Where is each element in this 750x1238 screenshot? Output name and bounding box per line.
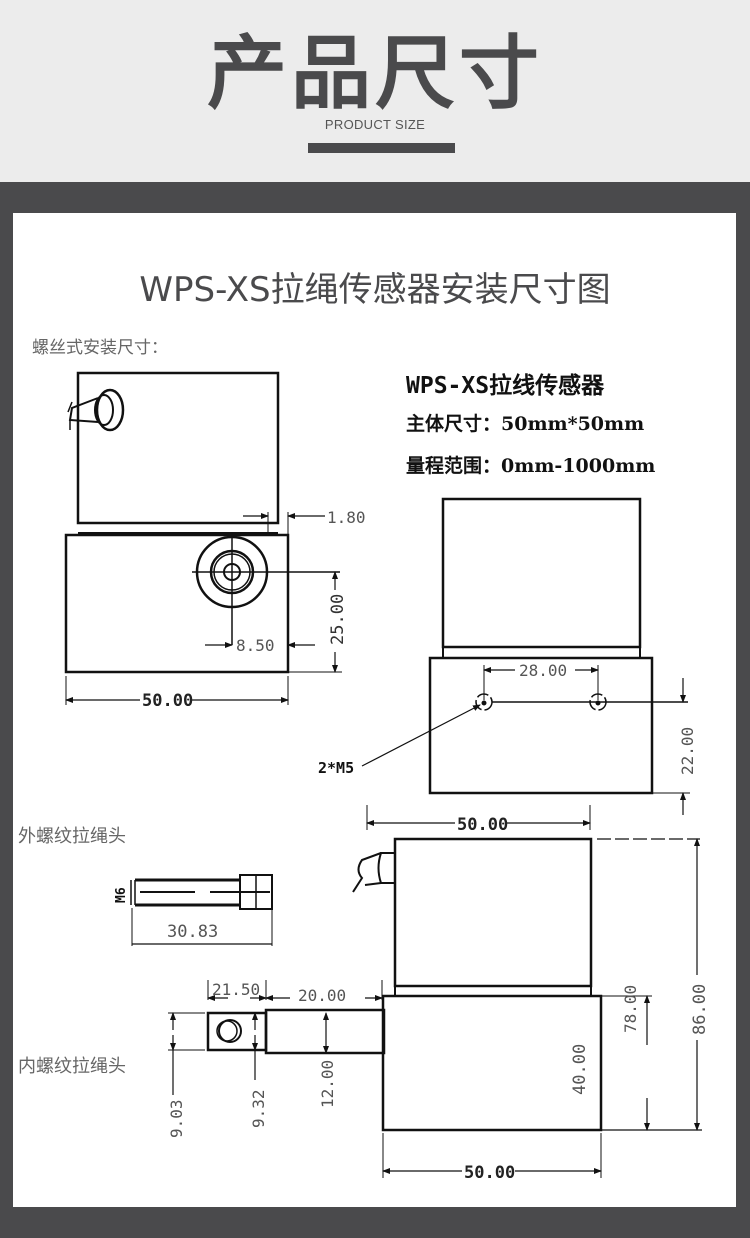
dim-25-00: 25.00 bbox=[328, 594, 348, 645]
dim-m6: M6 bbox=[114, 887, 129, 903]
page-title: 产品尺寸 bbox=[207, 27, 543, 120]
dim-8-50: 8.50 bbox=[236, 636, 275, 655]
dim-40-00: 40.00 bbox=[570, 1044, 590, 1095]
screw-mount-view bbox=[64, 371, 342, 705]
cable-icon bbox=[352, 852, 395, 893]
dim-22-00: 22.00 bbox=[678, 727, 697, 775]
spec-body-size: 主体尺寸：50mm*50mm bbox=[406, 413, 645, 435]
dim-1-80: 1.80 bbox=[327, 508, 366, 527]
dim-28-00: 28.00 bbox=[519, 661, 567, 680]
dim-86-00: 86.00 bbox=[690, 984, 710, 1035]
spec-range: 量程范围：0mm-1000mm bbox=[406, 455, 656, 477]
page-subtitle: PRODUCT SIZE bbox=[324, 117, 426, 132]
internal-thread-head-drawing bbox=[168, 980, 386, 1095]
internal-thread-head-label: 内螺纹拉绳头 bbox=[18, 1056, 126, 1077]
cable-gland-icon bbox=[67, 388, 125, 432]
spec-model: WPS-XS拉线传感器 bbox=[406, 373, 605, 399]
dim-9-32: 9.32 bbox=[249, 1089, 268, 1128]
external-thread-head-label: 外螺纹拉绳头 bbox=[18, 826, 126, 847]
dim-78-00: 78.00 bbox=[621, 985, 640, 1033]
dim-21-50: 21.50 bbox=[212, 980, 260, 999]
title-underline-bar bbox=[308, 143, 455, 153]
external-thread-head-drawing bbox=[130, 874, 273, 946]
dim-20-00: 20.00 bbox=[298, 986, 346, 1005]
hole-mount-view bbox=[361, 497, 690, 830]
drawing-panel bbox=[13, 213, 736, 1207]
dim-50-00-mid: 50.00 bbox=[457, 815, 508, 835]
dim-30-83: 30.83 bbox=[167, 922, 218, 942]
header-section: 产品尺寸 PRODUCT SIZE bbox=[0, 0, 750, 182]
dim-12-00: 12.00 bbox=[318, 1060, 337, 1108]
side-view-drawing bbox=[352, 837, 702, 1178]
dim-9-03: 9.03 bbox=[167, 1099, 186, 1138]
screw-mount-label: 螺丝式安装尺寸： bbox=[32, 338, 168, 358]
dim-50-00-bottom: 50.00 bbox=[464, 1163, 515, 1183]
drawing-title: WPS-XS拉绳传感器安装尺寸图 bbox=[139, 270, 611, 310]
dim-50-00-top: 50.00 bbox=[142, 691, 193, 711]
m5-hole-label: 2*M5 bbox=[318, 759, 354, 777]
